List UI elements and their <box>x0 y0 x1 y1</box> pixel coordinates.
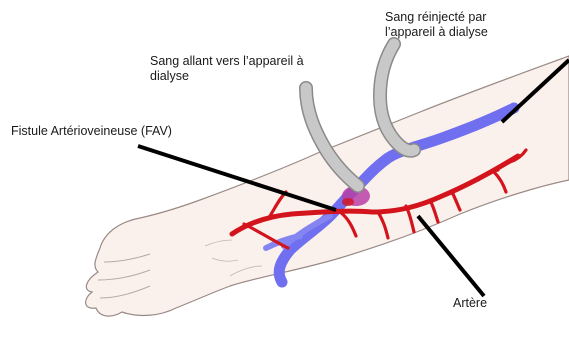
arm-outline <box>86 56 569 316</box>
artery-label: Artère <box>453 296 487 311</box>
artery-pointer <box>418 216 484 296</box>
fistula-label: Fistule Artérioveineuse (FAV) <box>11 124 172 139</box>
blood-returned-label: Sang réinjecté par l’appareil à dialyse <box>385 10 488 40</box>
blood-to-machine-label: Sang allant vers l’appareil à dialyse <box>150 54 304 84</box>
fistula-core <box>342 198 354 206</box>
